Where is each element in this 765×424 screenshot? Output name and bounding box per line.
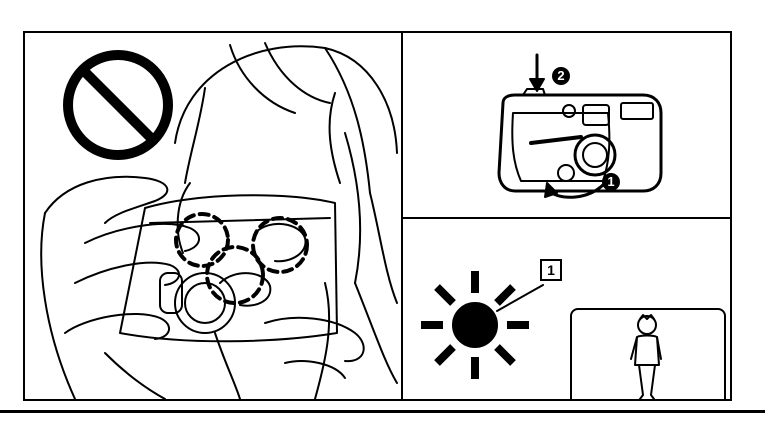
sun-icon bbox=[421, 271, 529, 379]
callout-label-box: 1 bbox=[540, 259, 562, 281]
camera-steps-illustration bbox=[403, 33, 730, 217]
obstruction-highlights bbox=[176, 214, 307, 303]
viewfinder-frame bbox=[571, 309, 725, 399]
camera-front bbox=[499, 89, 661, 191]
person-figure bbox=[631, 315, 661, 399]
step-1-badge: 1 bbox=[602, 173, 620, 191]
step-2-badge: 2 bbox=[552, 67, 570, 85]
left-hand bbox=[41, 177, 199, 399]
panel-backlight: 1 bbox=[403, 219, 730, 399]
illustration-frame: 2 1 bbox=[23, 31, 732, 401]
panel-camera-steps: 2 1 bbox=[403, 33, 730, 217]
down-arrow-icon bbox=[530, 55, 544, 91]
camera-body bbox=[120, 195, 337, 341]
prohibited-icon bbox=[68, 55, 168, 155]
backlight-illustration bbox=[403, 219, 730, 399]
page-bottom-rule bbox=[0, 410, 765, 413]
incorrect-grip-illustration bbox=[25, 33, 401, 399]
panel-incorrect-grip bbox=[25, 33, 401, 399]
